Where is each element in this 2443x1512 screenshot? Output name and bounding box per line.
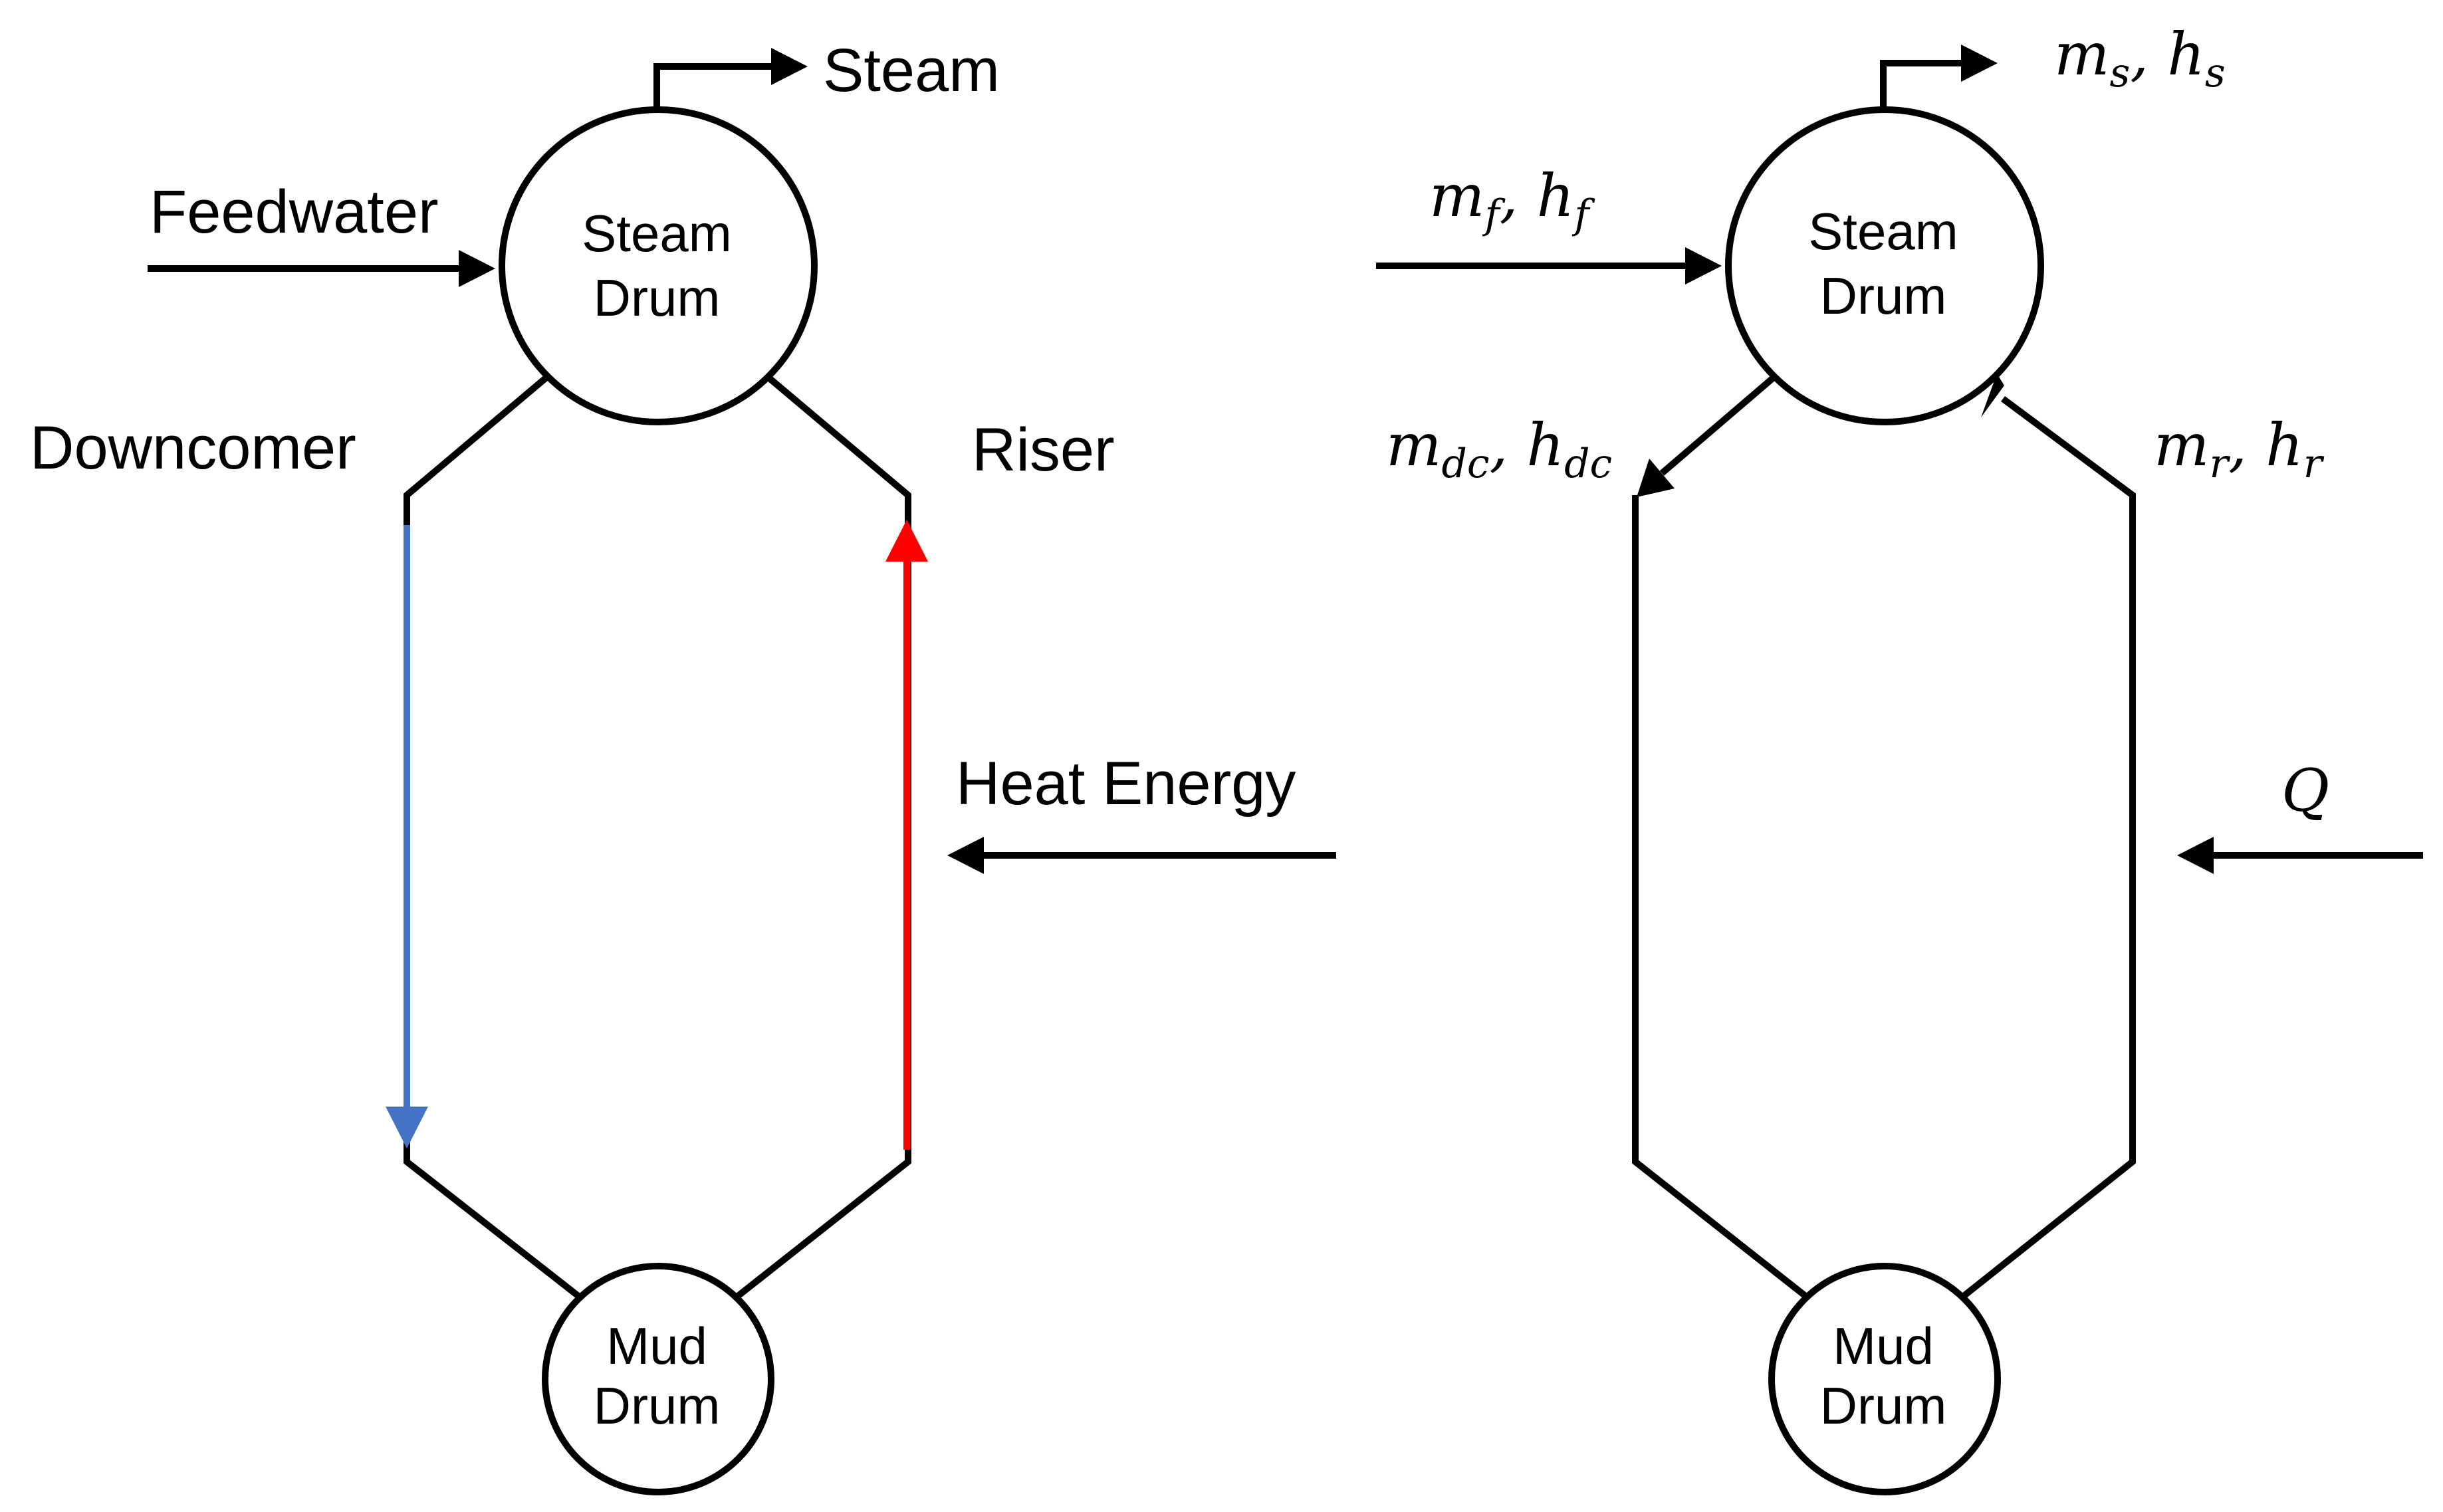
left-steam-outlet-pipe	[653, 63, 771, 110]
right-mud-drum	[1768, 1263, 2001, 1495]
riser-flow-arrow-head	[885, 520, 928, 562]
right-feedwater-arrow-head	[1685, 247, 1722, 284]
downcomer-label: Downcomer	[30, 414, 356, 482]
steam-flow-label: ms, hs	[2054, 20, 2226, 96]
right-downcomer-pipe	[1659, 375, 1776, 476]
left-heat-arrow-head	[947, 837, 984, 874]
left-mud-drum	[542, 1263, 774, 1495]
left-steam-arrow-head	[771, 48, 808, 85]
right-downcomer-lower-pipe	[1632, 495, 1808, 1299]
downcomer-flow-arrow-head	[386, 1107, 428, 1148]
right-heat-arrow-head	[2177, 837, 2214, 874]
right-steam-drum	[1725, 106, 2044, 425]
downcomer-flow-label: mdc, hdc	[1386, 411, 1612, 487]
left-flow-arrows	[386, 520, 928, 1150]
left-labels: Steam Feedwater Downcomer Riser Heat Ene…	[30, 37, 1296, 1435]
left-steam-drum-label-line2: Drum	[594, 269, 721, 327]
right-diagram	[1376, 45, 2423, 1495]
right-flow-arrowheads	[1637, 374, 2004, 497]
riser-flow-label: mr, hr	[2154, 411, 2325, 487]
heat-symbol-label: Q	[2281, 756, 2329, 825]
right-steam-drum-label-line1: Steam	[1808, 202, 1958, 261]
left-downcomer-pipe	[404, 375, 581, 1299]
left-mud-drum-label-line2: Drum	[594, 1376, 721, 1435]
right-mud-drum-label-line2: Drum	[1820, 1376, 1947, 1435]
right-riser-arrow-head	[1981, 374, 2004, 417]
steam-label: Steam	[823, 37, 1000, 104]
right-riser-pipe	[1961, 395, 2136, 1299]
right-steam-arrow-head	[1961, 45, 1998, 82]
left-mud-drum-label-line1: Mud	[606, 1317, 707, 1375]
riser-label: Riser	[972, 416, 1115, 484]
left-riser-pipe	[735, 375, 911, 1299]
right-labels: Steam Drum Mud Drum ms, hs mf, hf mdc, h…	[1386, 20, 2329, 1435]
left-steam-drum-label-line1: Steam	[582, 204, 731, 263]
heat-energy-label: Heat Energy	[956, 750, 1296, 817]
right-downcomer-arrow-head	[1637, 459, 1675, 497]
left-diagram	[148, 48, 1336, 1495]
left-feedwater-arrow-head	[459, 250, 495, 287]
feedwater-label: Feedwater	[150, 178, 439, 246]
left-steam-drum	[499, 106, 818, 425]
right-mud-drum-label-line1: Mud	[1833, 1317, 1934, 1375]
feed-flow-label: mf, hf	[1429, 162, 1595, 238]
right-steam-drum-label-line2: Drum	[1820, 267, 1947, 325]
right-steam-outlet-pipe	[1880, 60, 1961, 110]
